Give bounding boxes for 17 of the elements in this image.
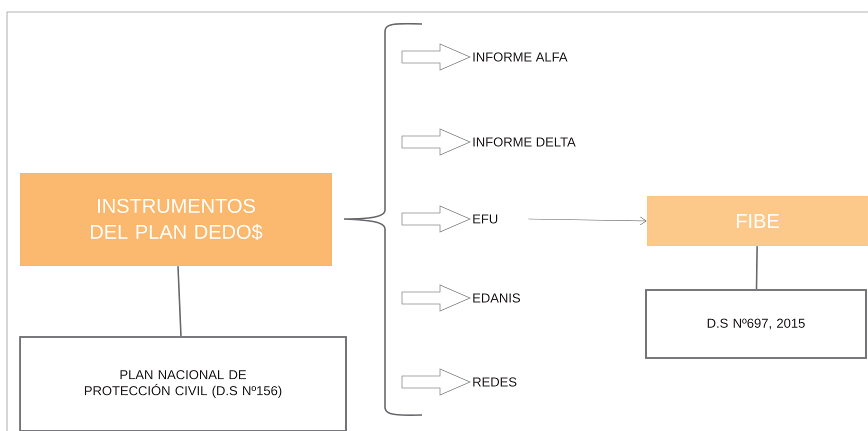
block-arrow bbox=[402, 284, 472, 312]
connector-line bbox=[756, 246, 758, 290]
item-label: INFORME DELTA bbox=[473, 137, 576, 147]
arrow bbox=[528, 216, 647, 226]
info-box: D.S Nº697, 2015 bbox=[645, 289, 867, 359]
title-box: INSTRUMENTOS DEL PLAN DEDO$ bbox=[20, 173, 332, 266]
block-arrow bbox=[402, 128, 472, 156]
block-arrow bbox=[402, 368, 472, 396]
item-label: INFORME ALFA bbox=[473, 52, 568, 62]
item-label: EFU bbox=[473, 214, 498, 224]
connector-line bbox=[177, 266, 182, 336]
info-box: PLAN NACIONAL DE PROTECCIÓN CIVIL (D.S Nº156) bbox=[19, 336, 347, 431]
item-label: REDES bbox=[473, 377, 516, 387]
block-arrow bbox=[402, 43, 472, 71]
block-arrow bbox=[402, 205, 472, 233]
title-box: FIBE bbox=[647, 196, 868, 246]
item-label: EDANIS bbox=[473, 293, 520, 303]
